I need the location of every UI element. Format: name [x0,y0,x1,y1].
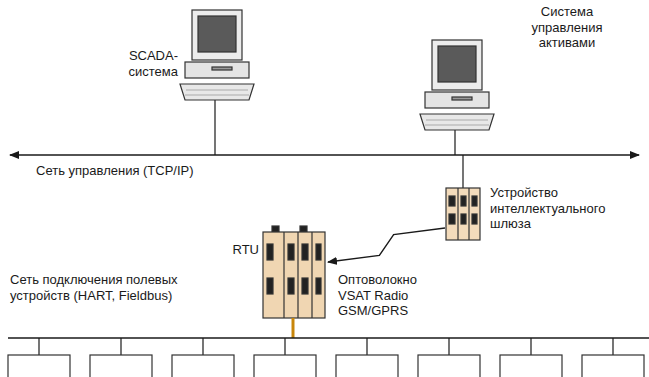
field-device-box [172,355,234,377]
field-device-box [90,355,152,377]
field-drop [448,338,449,355]
device-node: RTU [263,232,325,318]
network-label: Сеть подключения полевых устройств (HART… [10,272,190,303]
field-drop [612,338,613,355]
wireless-link [328,228,445,262]
field-bus [8,337,649,338]
node-label: Система управления активами [506,4,628,51]
node-label: RTU [227,242,259,258]
field-drop [202,338,203,355]
field-drop [530,338,531,355]
field-drop [284,338,285,355]
computer-node: SCADA-система [180,8,256,102]
field-device-box [8,355,70,377]
field-device-box [254,355,316,377]
field-drop [120,338,121,355]
node-label: SCADA-система [88,48,178,79]
field-device-box [500,355,562,377]
network-label: Сеть управления (TCP/IP) [36,163,256,179]
device-node: Устройство интеллектуального шлюза [446,188,480,240]
link-label: Оптоволокно VSAT Radio GSM/GPRS [338,272,448,319]
rtu-device [263,226,325,318]
computer-icon [180,10,254,155]
field-device-box [418,355,480,377]
node-label: Устройство интеллектуального шлюза [490,185,630,232]
field-drop [366,338,367,355]
control-network-bus [10,154,639,156]
field-devices [8,338,644,377]
rtu-field-link [292,318,295,338]
field-device-box [582,355,644,377]
field-drop [38,338,39,355]
field-device-box [336,355,398,377]
computer-node: Система управления активами [420,38,496,132]
computer-icon [420,40,494,155]
gateway-device [446,155,480,240]
